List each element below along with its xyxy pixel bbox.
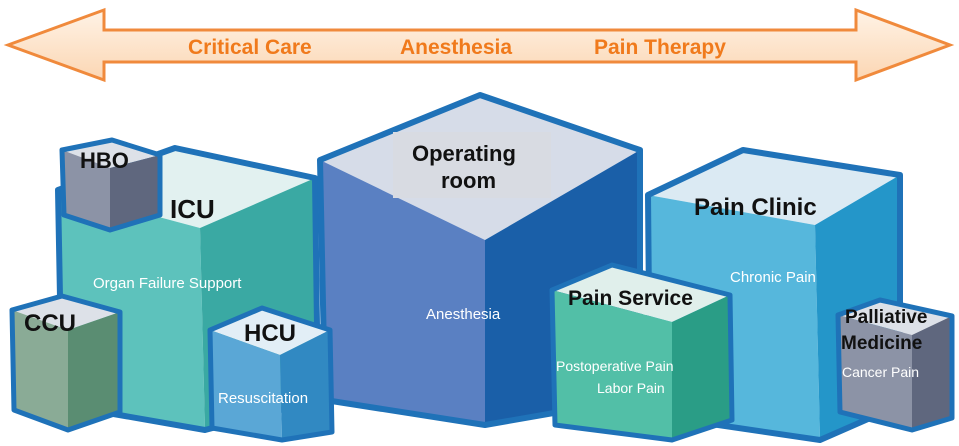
ccu-title: CCU bbox=[24, 310, 76, 337]
operating-room-title-line2: room bbox=[441, 168, 496, 193]
pain-service-cube bbox=[549, 262, 735, 443]
banner-pain-therapy: Pain Therapy bbox=[594, 36, 726, 59]
pain-service-subtitle-line1: Postoperative Pain bbox=[556, 358, 674, 374]
banner-critical-care: Critical Care bbox=[188, 36, 312, 59]
operating-room-title-line1: Operating bbox=[412, 141, 516, 166]
pain-clinic-title: Pain Clinic bbox=[694, 194, 817, 221]
pain-service-subtitle-line2: Labor Pain bbox=[597, 380, 665, 396]
palliative-medicine-cube bbox=[835, 297, 955, 433]
hcu-subtitle: Resuscitation bbox=[218, 390, 309, 407]
operating-room-label-box bbox=[393, 132, 551, 198]
hbo-cube bbox=[59, 137, 163, 233]
icu-subtitle: Organ Failure Support bbox=[93, 275, 242, 292]
icu-title: ICU bbox=[170, 194, 215, 224]
pain-clinic-subtitle: Chronic Pain bbox=[730, 269, 816, 286]
pain-service-title: Pain Service bbox=[568, 287, 693, 310]
hbo-title: HBO bbox=[80, 148, 129, 173]
operating-room-subtitle: Anesthesia bbox=[426, 306, 501, 323]
palliative-subtitle: Cancer Pain bbox=[842, 364, 920, 380]
hcu-title: HCU bbox=[244, 320, 296, 347]
banner-anesthesia: Anesthesia bbox=[400, 36, 513, 59]
ccu-cube bbox=[9, 293, 123, 433]
hcu-cube bbox=[207, 305, 335, 443]
palliative-title-line1: Palliative bbox=[845, 307, 928, 328]
double-arrow-banner bbox=[3, 7, 955, 83]
palliative-title-line2: Medicine bbox=[841, 333, 923, 354]
